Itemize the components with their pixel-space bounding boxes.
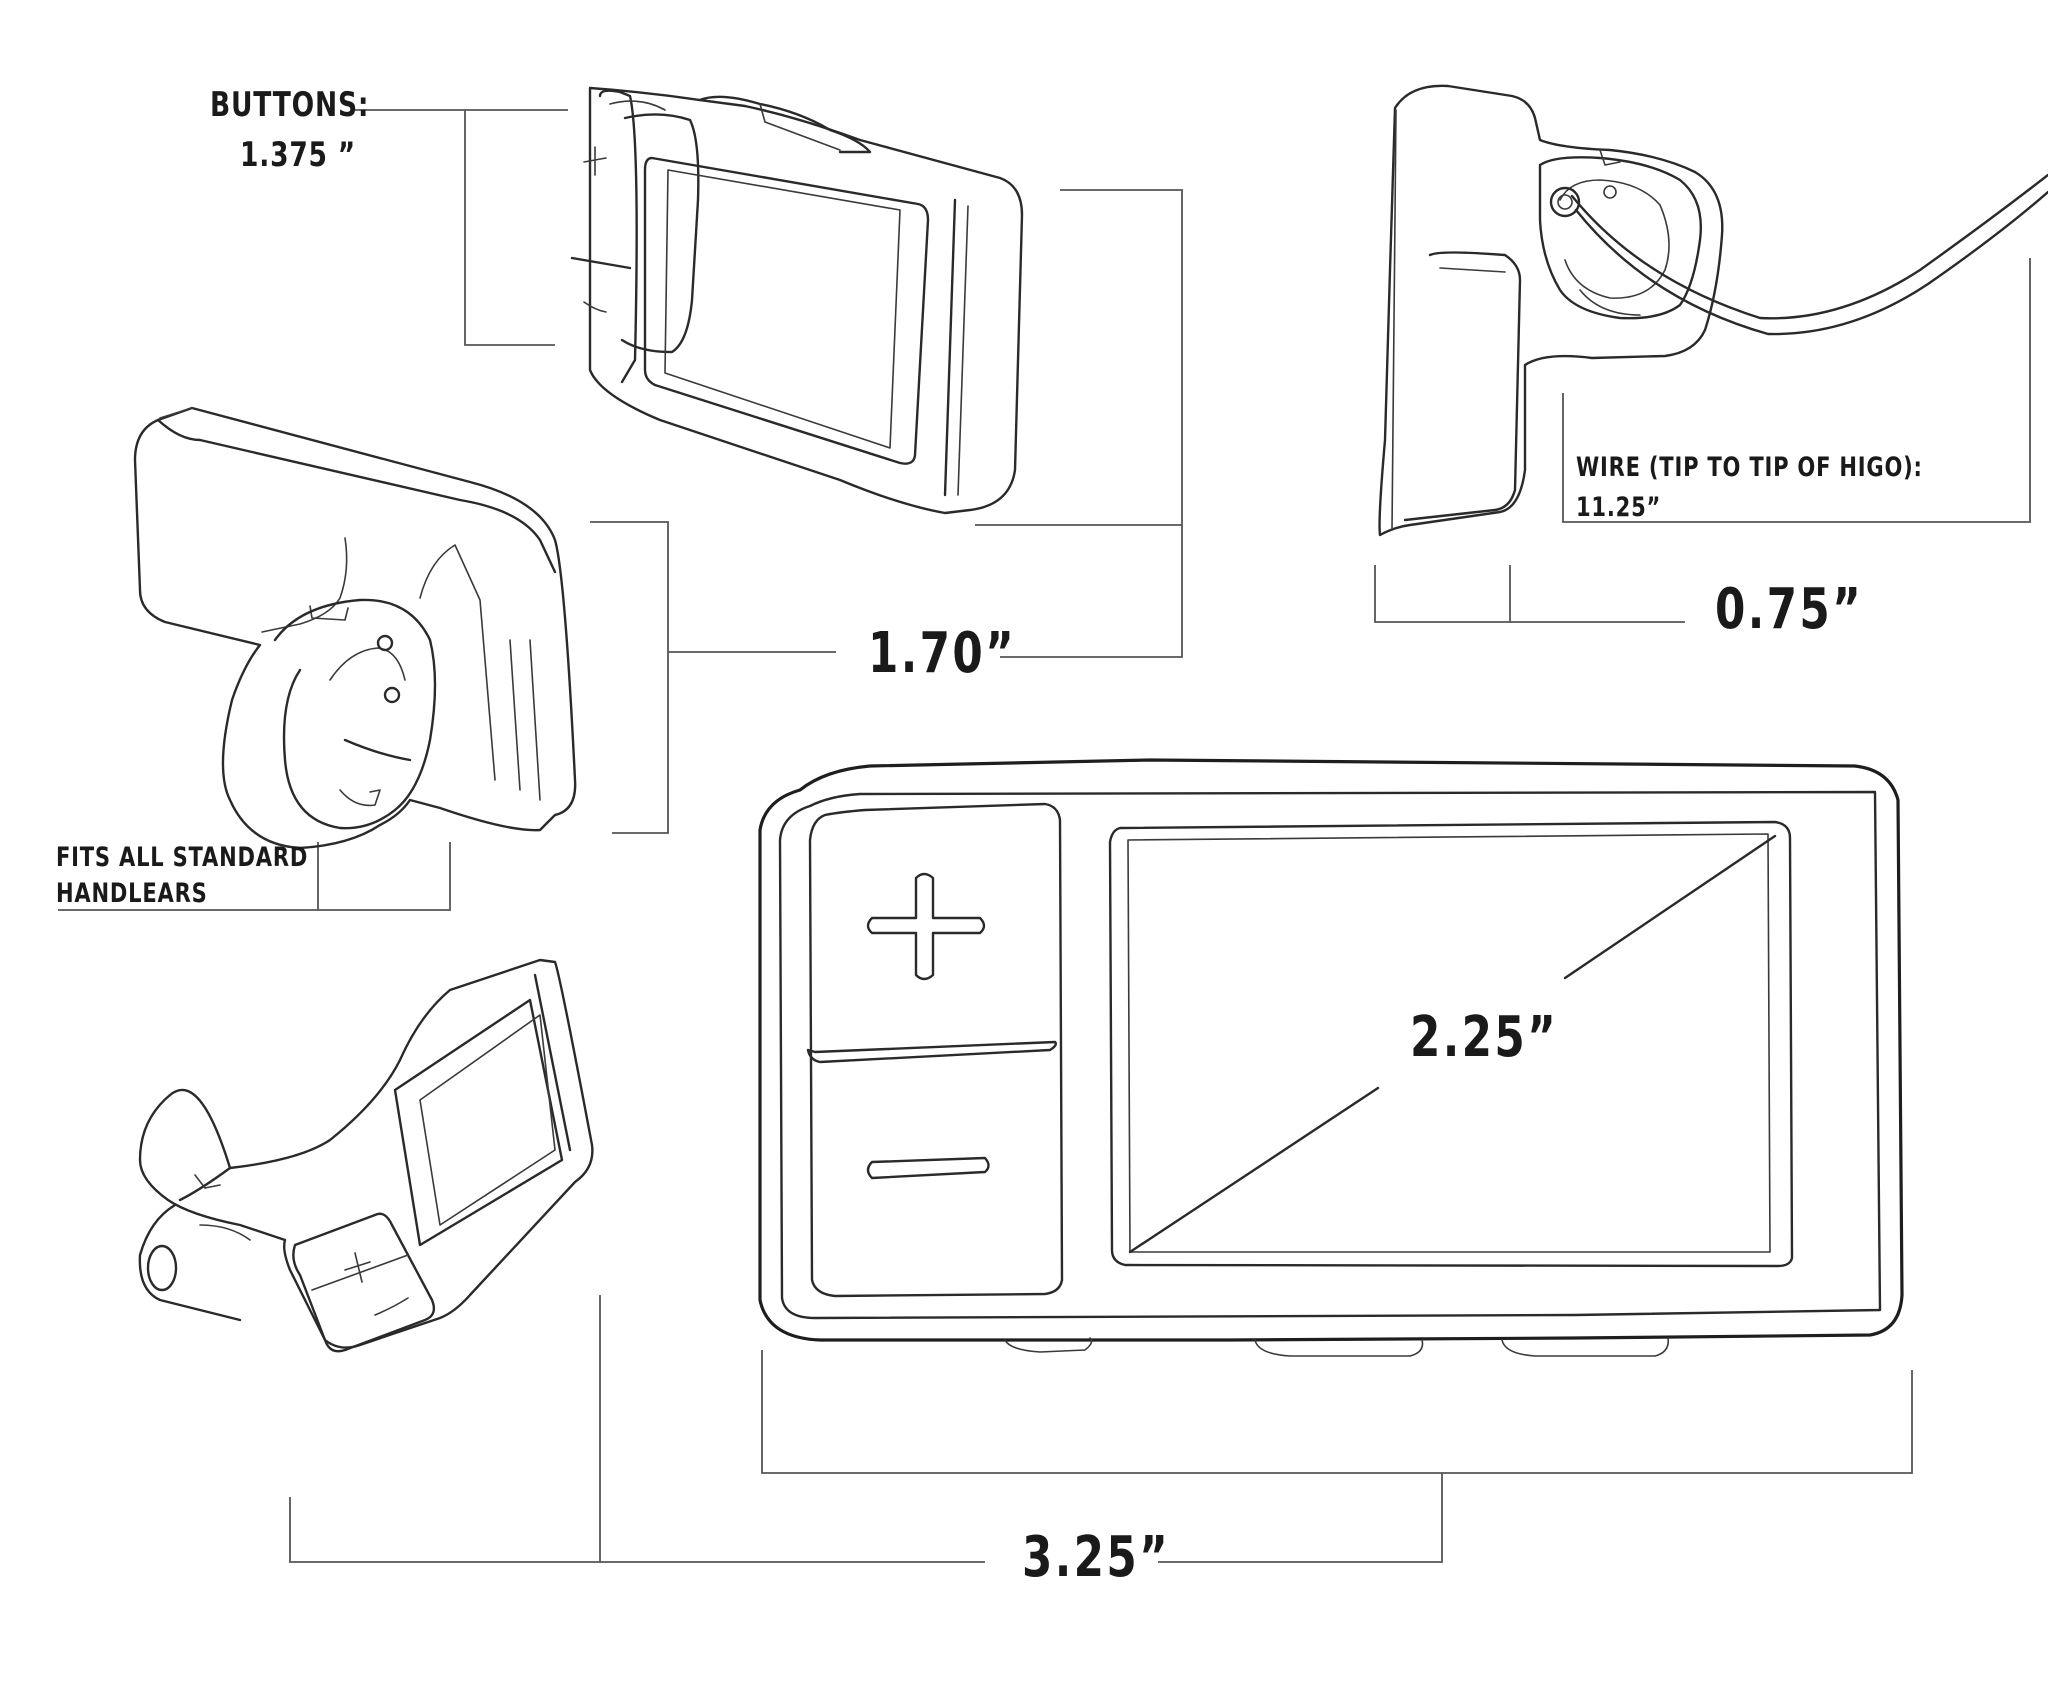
device-front-angled — [570, 86, 1024, 515]
plus-icon — [866, 872, 986, 981]
depth-dimension-label: 0.75” — [1715, 577, 1864, 642]
minus-icon — [866, 1156, 990, 1180]
fits-label-line-1: FITS ALL STANDARD — [56, 842, 309, 873]
height-dimension-label: 1.70” — [868, 621, 1017, 686]
device-rear-wire — [1378, 84, 2048, 537]
fits-label-line-2: HANDLEARS — [56, 878, 208, 909]
buttons-title-label: BUTTONS: — [210, 85, 370, 125]
screen-diagonal-label: 2.25” — [1410, 1005, 1559, 1070]
dimension-lines — [58, 109, 2031, 1563]
device-front — [758, 758, 1904, 1357]
wire-title-label: WIRE (TIP TO TIP OF HIGO): — [1576, 452, 1923, 483]
buttons-value-label: 1.375 ” — [240, 135, 357, 175]
width-dimension-label: 3.25” — [1022, 1525, 1171, 1590]
device-angled-low — [138, 958, 594, 1353]
device-side-clamp — [133, 406, 577, 850]
wire-value-label: 11.25” — [1576, 492, 1662, 523]
